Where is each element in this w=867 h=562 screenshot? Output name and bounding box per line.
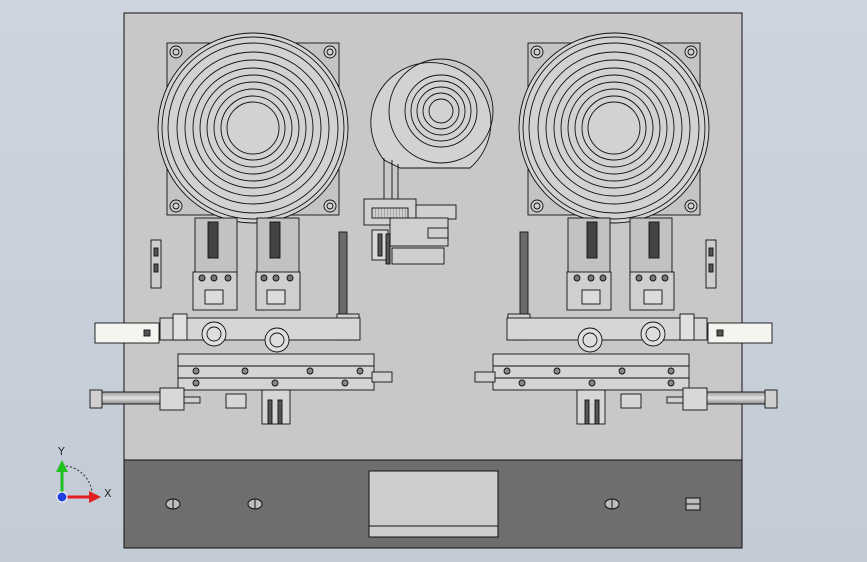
coordinate-triad: Y X <box>56 445 112 503</box>
x-axis-label: X <box>104 487 112 500</box>
y-axis-arrowhead <box>56 460 68 472</box>
base-holes <box>165 497 701 511</box>
x-axis-arrowhead <box>89 491 101 503</box>
right-reel <box>518 32 710 224</box>
z-axis-dot <box>56 491 68 503</box>
right-feeder-assembly <box>474 32 778 425</box>
left-reel <box>157 32 349 224</box>
y-axis-label: Y <box>57 445 65 458</box>
left-feeder-assembly <box>89 32 393 425</box>
base-window <box>368 470 499 538</box>
rotation-arc-icon <box>65 465 93 493</box>
center-reel-assembly <box>363 58 494 265</box>
